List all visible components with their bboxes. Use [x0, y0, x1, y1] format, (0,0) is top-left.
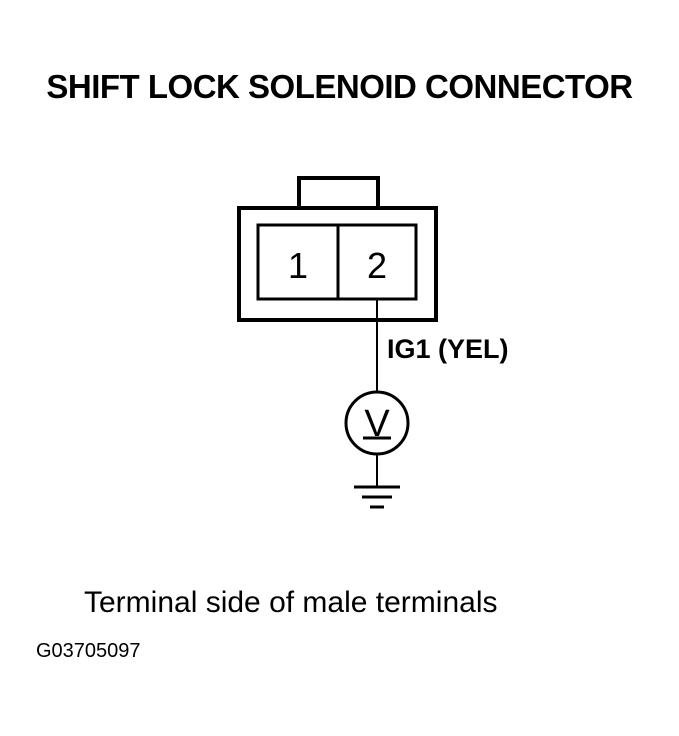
caption: Terminal side of male terminals: [84, 586, 498, 619]
ground-icon: [354, 485, 400, 509]
terminal-cavity-1: [256, 223, 340, 301]
terminal-number-1: 1: [288, 245, 308, 286]
figure-id: G03705097: [36, 640, 141, 662]
terminal-number-2: 2: [367, 245, 387, 286]
wire-label: IG1 (YEL): [387, 334, 509, 364]
voltmeter-icon: V: [344, 390, 410, 456]
terminal-cavity-2: [336, 223, 418, 301]
diagram-title: SHIFT LOCK SOLENOID CONNECTOR: [46, 68, 633, 105]
connector-latch: [297, 176, 380, 210]
